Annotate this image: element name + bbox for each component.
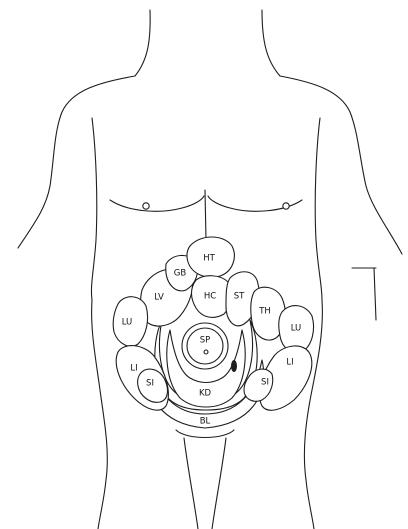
right-nipple [283,203,289,209]
navel-mark [204,350,208,354]
right-inner-arm [315,118,322,300]
zone-label-lu-left: LU [122,318,133,328]
zone-label-bl: BL [200,417,211,427]
left-shoulder-arm [18,76,135,248]
zone-sp-shape [187,328,223,364]
neck-left-line [135,10,150,76]
inguinal-right [212,438,226,529]
sternum-line [205,190,206,240]
inguinal-left [184,438,198,529]
zone-label-kd: KD [199,389,212,399]
left-inner-arm [91,118,96,300]
neck-right-line [262,10,280,76]
zone-label-lu-right: LU [291,324,302,334]
pubic-curve [176,430,234,438]
left-torso-side [92,300,108,529]
zone-label-gb: GB [174,269,187,279]
zone-label-si-left: SI [146,379,154,389]
dark-mark [231,360,237,372]
zone-label-hc: HC [204,292,216,302]
left-nipple [143,203,149,209]
edge-mark-vertical [374,268,376,320]
zone-label-th: TH [258,307,271,317]
zone-label-li-left: LI [130,364,137,374]
zone-label-li-right: LI [286,358,293,368]
zone-label-st: ST [234,292,245,302]
zone-label-lv: LV [154,293,164,303]
zone-label-ht: HT [203,254,215,264]
zone-label-si-right: SI [261,378,269,388]
left-pectoral-line [110,196,204,211]
right-shoulder-arm [280,76,402,254]
zone-label-sp: SP [200,336,211,346]
